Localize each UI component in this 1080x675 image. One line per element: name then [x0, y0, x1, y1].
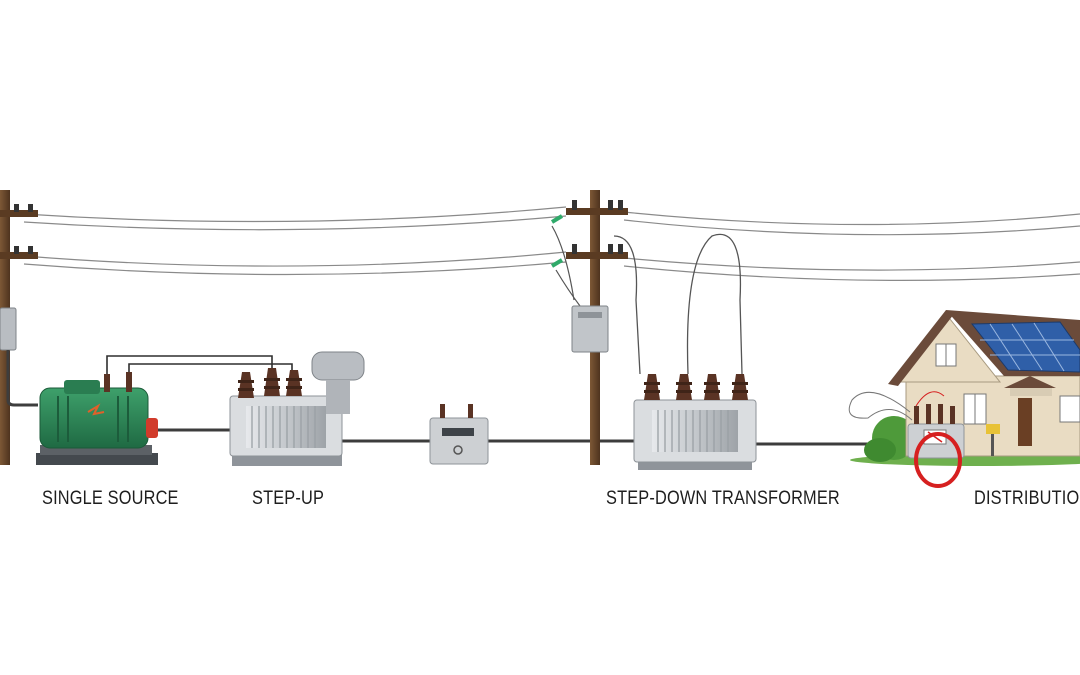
label-step-down-transformer: STEP-DOWN TRANSFORMER — [606, 488, 840, 509]
label-step-up: STEP-UP — [252, 488, 325, 509]
utility-pole-center-icon — [550, 190, 628, 465]
label-distribution: DISTRIBUTION — [974, 488, 1080, 509]
generator-icon — [36, 355, 293, 465]
overhead-power-lines — [23, 206, 1080, 281]
junction-box-icon — [429, 404, 489, 465]
house-icon — [850, 310, 1080, 466]
distribution-meter-icon — [848, 391, 965, 488]
utility-pole-left-icon — [0, 190, 38, 465]
label-single-source: SINGLE SOURCE — [42, 488, 179, 509]
step-down-transformer-icon — [613, 233, 757, 470]
step-up-transformer-icon — [229, 351, 365, 466]
